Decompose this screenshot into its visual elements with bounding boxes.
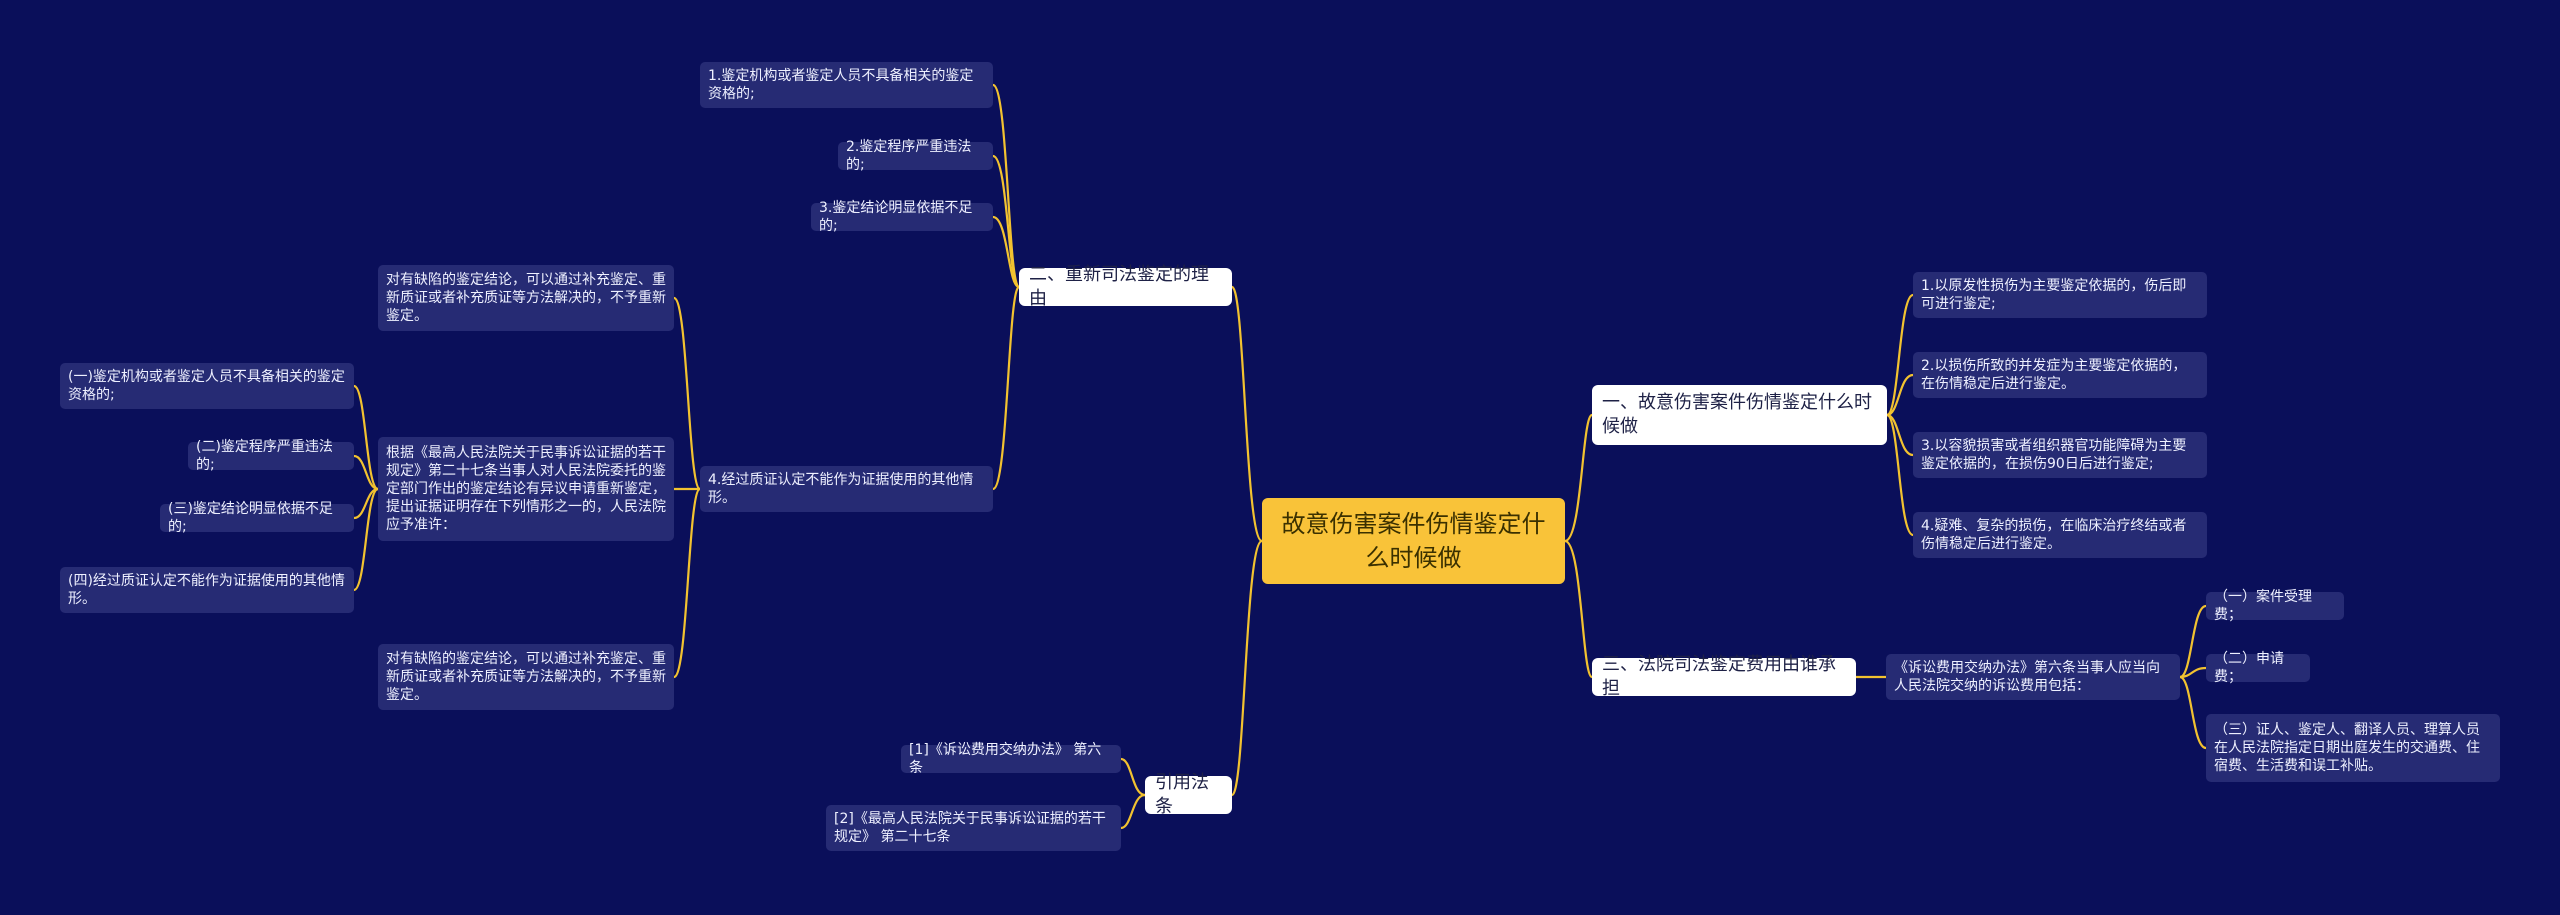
- branch-when-to-appraise[interactable]: 一、故意伤害案件伤情鉴定什么时候做: [1592, 385, 1887, 445]
- connector: [1120, 793, 1146, 830]
- connector: [672, 296, 702, 491]
- leaf-text: (四)经过质证认定不能作为证据使用的其他情形。: [68, 573, 345, 607]
- leaf-text: [2]《最高人民法院关于民事诉讼证据的若干规定》 第二十七条: [834, 811, 1106, 845]
- fee-item-2[interactable]: （二）申请费；: [2206, 651, 2310, 685]
- connector: [991, 285, 1021, 491]
- timing-item-3[interactable]: 3.以容貌损害或者组织器官功能障碍为主要鉴定依据的，在损伤90日后进行鉴定;: [1913, 432, 2207, 478]
- connector: [2179, 604, 2207, 679]
- leaf-text: （三）证人、鉴定人、翻译人员、理算人员在人民法院指定日期出庭发生的交通费、住宿费…: [2214, 722, 2480, 774]
- leaf-text: 4.经过质证认定不能作为证据使用的其他情形。: [708, 472, 974, 506]
- leaf-text: [1]《诉讼费用交纳办法》 第六条: [909, 742, 1102, 776]
- leaf-text: 4.疑难、复杂的损伤，在临床治疗终结或者伤情稳定后进行鉴定。: [1921, 518, 2187, 552]
- leaf-text: （二）申请费；: [2214, 651, 2284, 685]
- connector: [1230, 539, 1264, 797]
- branch-label: 一、故意伤害案件伤情鉴定什么时候做: [1602, 392, 1872, 437]
- leaf-text: (三)鉴定结论明显依据不足的;: [168, 501, 333, 535]
- root-topic[interactable]: 故意伤害案件伤情鉴定什么时候做: [1262, 498, 1565, 584]
- leaf-text: 对有缺陷的鉴定结论，可以通过补充鉴定、重新质证或者补充质证等方法解决的，不予重新…: [386, 651, 666, 703]
- branch-fee-bearer[interactable]: 三、法院司法鉴定费用由谁承担: [1592, 654, 1856, 699]
- branch-label: 引用法条: [1155, 772, 1209, 817]
- root-topic-label: 故意伤害案件伤情鉴定什么时候做: [1281, 510, 1546, 572]
- branch-label: 三、法院司法鉴定费用由谁承担: [1602, 654, 1836, 699]
- branch-label: 二、重新司法鉴定的理由: [1029, 264, 1209, 309]
- connector: [992, 215, 1020, 289]
- connector: [991, 83, 1021, 289]
- timing-item-4[interactable]: 4.疑难、复杂的损伤，在临床治疗终结或者伤情稳定后进行鉴定。: [1913, 512, 2207, 558]
- connector: [672, 487, 702, 679]
- connector: [2179, 666, 2207, 679]
- timing-item-1[interactable]: 1.以原发性损伤为主要鉴定依据的，伤后即可进行鉴定;: [1913, 272, 2207, 318]
- leaf-text: 2.鉴定程序严重违法的;: [846, 139, 972, 173]
- leaf-text: （一）案件受理费；: [2214, 589, 2312, 623]
- connector: [1230, 285, 1264, 543]
- branch-retrial-reasons[interactable]: 二、重新司法鉴定的理由: [1019, 264, 1232, 309]
- leaf-text: 3.以容貌损害或者组织器官功能障碍为主要鉴定依据的，在损伤90日后进行鉴定;: [1921, 438, 2187, 472]
- leaf-text: 《诉讼费用交纳办法》第六条当事人应当向人民法院交纳的诉讼费用包括：: [1894, 660, 2160, 694]
- connector: [1564, 413, 1594, 543]
- leaf-text: 1.以原发性损伤为主要鉴定依据的，伤后即可进行鉴定;: [1921, 278, 2187, 312]
- condition-item-1[interactable]: (一)鉴定机构或者鉴定人员不具备相关的鉴定资格的;: [60, 363, 354, 409]
- defect-note-bottom[interactable]: 对有缺陷的鉴定结论，可以通过补充鉴定、重新质证或者补充质证等方法解决的，不予重新…: [378, 644, 674, 710]
- connector: [353, 487, 379, 592]
- leaf-text: 对有缺陷的鉴定结论，可以通过补充鉴定、重新质证或者补充质证等方法解决的，不予重新…: [386, 272, 666, 324]
- connector: [1886, 373, 1914, 417]
- condition-item-2[interactable]: (二)鉴定程序严重违法的;: [188, 439, 354, 473]
- citation-item-2[interactable]: [2]《最高人民法院关于民事诉讼证据的若干规定》 第二十七条: [826, 805, 1121, 851]
- fee-item-1[interactable]: （一）案件受理费；: [2206, 589, 2344, 623]
- fee-rule-note[interactable]: 《诉讼费用交纳办法》第六条当事人应当向人民法院交纳的诉讼费用包括：: [1886, 654, 2180, 700]
- connector: [353, 454, 379, 491]
- connector: [353, 384, 379, 491]
- defect-note-top[interactable]: 对有缺陷的鉴定结论，可以通过补充鉴定、重新质证或者补充质证等方法解决的，不予重新…: [378, 265, 674, 331]
- reason-item-3[interactable]: 3.鉴定结论明显依据不足的;: [811, 200, 993, 234]
- leaf-text: (一)鉴定机构或者鉴定人员不具备相关的鉴定资格的;: [68, 369, 345, 403]
- leaf-text: 2.以损伤所致的并发症为主要鉴定依据的，在伤情稳定后进行鉴定。: [1921, 358, 2187, 392]
- fee-item-3[interactable]: （三）证人、鉴定人、翻译人员、理算人员在人民法院指定日期出庭发生的交通费、住宿费…: [2206, 714, 2500, 782]
- leaf-text: 1.鉴定机构或者鉴定人员不具备相关的鉴定资格的;: [708, 68, 974, 102]
- connector: [1885, 293, 1914, 417]
- leaf-text: 根据《最高人民法院关于民事诉讼证据的若干规定》第二十七条当事人对人民法院委托的鉴…: [386, 445, 666, 533]
- connector: [1885, 413, 1914, 537]
- reason-item-1[interactable]: 1.鉴定机构或者鉴定人员不具备相关的鉴定资格的;: [700, 62, 993, 108]
- leaf-text: (二)鉴定程序严重违法的;: [196, 439, 333, 473]
- rule-27-note[interactable]: 根据《最高人民法院关于民事诉讼证据的若干规定》第二十七条当事人对人民法院委托的鉴…: [378, 437, 674, 541]
- connector: [1120, 757, 1146, 797]
- connector: [992, 154, 1021, 289]
- connector: [1564, 539, 1594, 679]
- condition-item-4[interactable]: (四)经过质证认定不能作为证据使用的其他情形。: [60, 567, 354, 613]
- branch-cited-articles[interactable]: 引用法条: [1145, 772, 1232, 817]
- reason-item-2[interactable]: 2.鉴定程序严重违法的;: [838, 139, 993, 173]
- citation-item-1[interactable]: [1]《诉讼费用交纳办法》 第六条: [901, 742, 1121, 776]
- reason-item-4[interactable]: 4.经过质证认定不能作为证据使用的其他情形。: [700, 466, 993, 512]
- connector: [2179, 675, 2207, 750]
- timing-item-2[interactable]: 2.以损伤所致的并发症为主要鉴定依据的，在伤情稳定后进行鉴定。: [1913, 352, 2207, 398]
- leaf-text: 3.鉴定结论明显依据不足的;: [819, 200, 973, 234]
- condition-item-3[interactable]: (三)鉴定结论明显依据不足的;: [160, 501, 354, 535]
